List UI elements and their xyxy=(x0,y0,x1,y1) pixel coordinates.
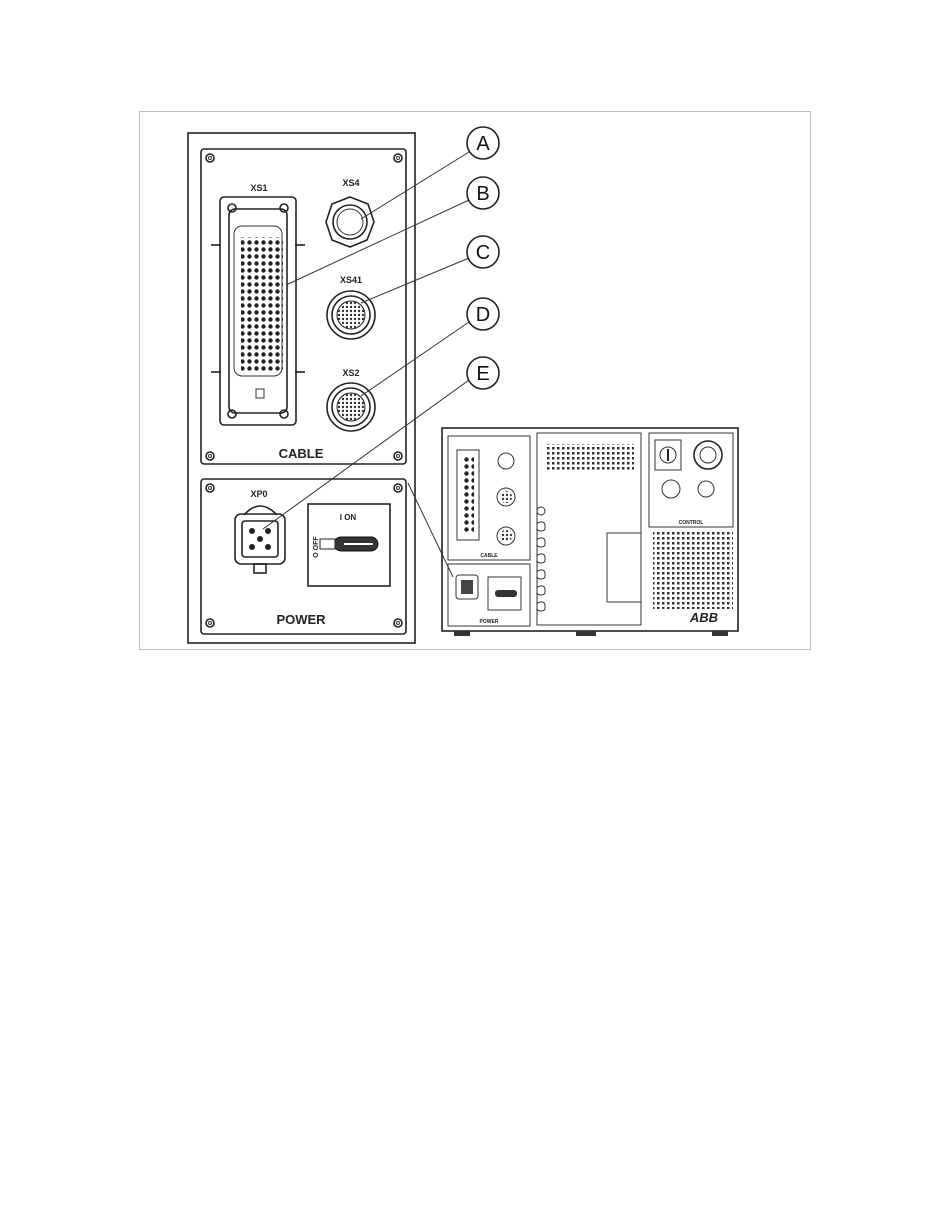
control-panel xyxy=(648,432,734,528)
xs2-connector xyxy=(326,382,376,432)
main-power-switch xyxy=(307,503,391,587)
mini-power-panel xyxy=(447,563,531,627)
abb-logo: ABB xyxy=(689,610,718,625)
xs4-connector xyxy=(325,196,375,248)
xs1-connector xyxy=(211,196,305,426)
emergency-stop-button[interactable] xyxy=(693,440,723,470)
power-panel-plate xyxy=(200,478,407,635)
svg-text:A: A xyxy=(476,133,490,155)
control-label: CONTROL xyxy=(679,520,704,526)
callout-d: D xyxy=(466,297,500,331)
switch-on-label: I ON xyxy=(340,513,357,522)
detail-view: XS1 XS4 XS41 XS2 CABLE xyxy=(187,132,416,644)
detail-outer-frame xyxy=(187,132,416,644)
svg-text:B: B xyxy=(476,183,489,205)
svg-text:E: E xyxy=(476,363,489,385)
power-panel-screws xyxy=(205,483,403,628)
xs41-connector xyxy=(326,290,376,340)
callout-a: A xyxy=(466,126,500,160)
cabinet-feet xyxy=(454,631,728,636)
cable-panel-label: CABLE xyxy=(279,446,324,461)
cable-panel-screws xyxy=(205,153,403,461)
door-vent xyxy=(546,444,634,472)
svg-text:D: D xyxy=(476,304,490,326)
xs4-label: XS4 xyxy=(342,178,359,188)
xp0-label: XP0 xyxy=(250,489,267,499)
switch-housing xyxy=(307,503,391,587)
cable-panel-plate xyxy=(200,148,407,465)
side-vent xyxy=(653,531,733,609)
xs2-label: XS2 xyxy=(342,368,359,378)
callout-e: E xyxy=(466,356,500,390)
figure-frame: XS1 XS4 XS41 XS2 CABLE xyxy=(139,111,811,650)
power-panel: XP0 I ON O OFF POWER xyxy=(200,478,407,635)
cable-panel: XS1 XS4 XS41 XS2 CABLE xyxy=(200,148,407,465)
xs1-label: XS1 xyxy=(250,183,267,193)
mode-selector[interactable] xyxy=(697,480,715,498)
controller-overview: CABLE POWER CONTROL xyxy=(441,427,739,636)
mini-cable-panel xyxy=(447,435,531,561)
connector-panel-diagram: XS1 XS4 XS41 XS2 CABLE xyxy=(187,126,739,644)
callout-c: C xyxy=(466,235,500,269)
callout-b: B xyxy=(466,176,500,210)
xs41-label: XS41 xyxy=(340,275,362,285)
mini-power-label: POWER xyxy=(480,619,499,625)
door-hinges xyxy=(536,521,546,612)
power-panel-label: POWER xyxy=(276,612,326,627)
xp0-connector xyxy=(234,505,286,574)
motors-on-button[interactable] xyxy=(661,479,681,499)
switch-off-label: O OFF xyxy=(313,536,320,558)
mini-cable-label: CABLE xyxy=(480,553,498,559)
svg-text:C: C xyxy=(476,242,490,264)
callout-leaders xyxy=(262,151,470,578)
xs1-pin-grid xyxy=(241,237,283,372)
